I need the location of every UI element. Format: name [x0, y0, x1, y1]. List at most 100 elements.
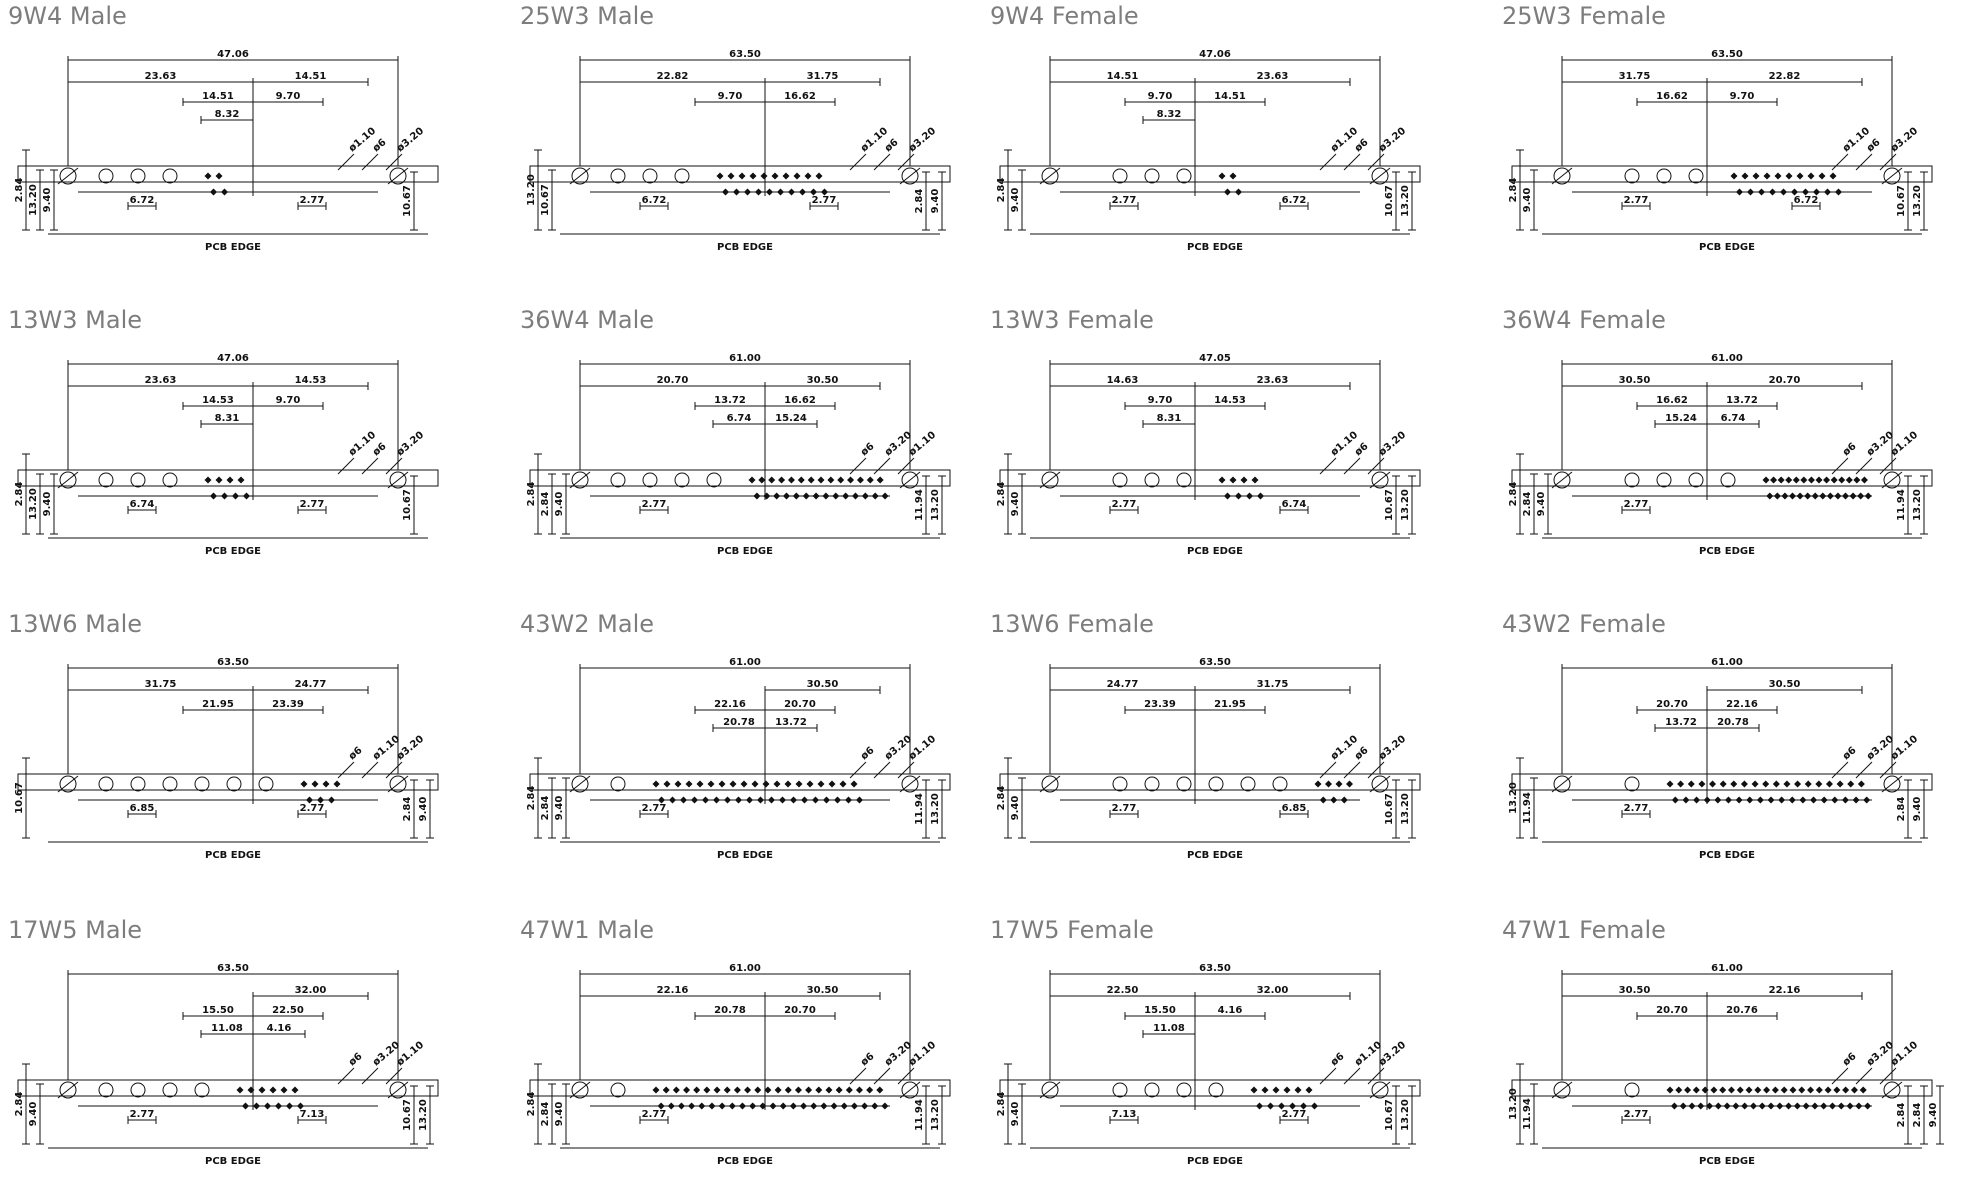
dimension-label: 6.74 [1721, 413, 1746, 424]
mounting-hole [390, 168, 406, 184]
callout-leader [1344, 458, 1360, 474]
signal-pin [1798, 1086, 1806, 1094]
dimension-label: 2.77 [642, 1109, 667, 1120]
signal-pin [764, 1086, 772, 1094]
pcb-edge-label: PCB EDGE [205, 546, 261, 557]
dimension-label: 2.84 [1896, 1103, 1907, 1128]
dimension-label: 61.00 [729, 657, 761, 668]
signal-pin [1796, 172, 1804, 180]
signal-pin [871, 492, 879, 500]
dimension-label: 2.77 [130, 1109, 155, 1120]
signal-pin [755, 188, 762, 196]
signal-pin [735, 796, 742, 804]
signal-pin [1340, 796, 1348, 804]
mounting-hole [902, 1082, 918, 1098]
callout-leader [1880, 1068, 1896, 1084]
signal-pin [1804, 780, 1812, 788]
signal-pin [727, 172, 735, 180]
signal-pin [667, 1102, 675, 1110]
signal-pin [333, 780, 341, 788]
callout-leader [1832, 154, 1848, 170]
hole-crosshair [900, 472, 920, 488]
signal-pin [754, 1086, 762, 1094]
signal-pin [1825, 780, 1833, 788]
signal-pin [822, 492, 830, 500]
dimension-label: 15.24 [775, 413, 807, 424]
signal-pin [832, 492, 840, 500]
dimension-label: 9.40 [1536, 492, 1547, 517]
signal-pin [1697, 1102, 1705, 1110]
signal-pin [1250, 1086, 1258, 1094]
mounting-hole [1042, 472, 1058, 488]
coax-cavity [1241, 777, 1255, 791]
signal-pin [782, 172, 790, 180]
signal-pin [1745, 1086, 1753, 1094]
coax-cavity [131, 777, 145, 791]
signal-pin [1859, 1086, 1867, 1094]
coax-cavity [1273, 777, 1287, 791]
callout-leader [850, 458, 866, 474]
dimension-label: 8.32 [215, 109, 240, 120]
signal-pin [1763, 172, 1771, 180]
dimension-label: 9.40 [930, 189, 941, 214]
dimension-label: 63.50 [217, 657, 249, 668]
hole-crosshair [1040, 776, 1060, 792]
coax-cavity [1721, 473, 1735, 487]
signal-pin [1719, 780, 1727, 788]
signal-pin [708, 1102, 716, 1110]
signal-pin [1819, 492, 1827, 500]
signal-pin [1788, 796, 1796, 804]
signal-pin [1838, 476, 1846, 484]
callout-leader [338, 1068, 354, 1084]
signal-pin [1305, 1086, 1313, 1094]
signal-pin [820, 1102, 828, 1110]
coax-cavity [643, 473, 657, 487]
connector-title: 43W2 Male [520, 610, 655, 638]
signal-pin [792, 492, 800, 500]
dimension-label: 14.51 [295, 71, 327, 82]
dimension-label: 47.06 [217, 49, 249, 60]
connector-shell-outline [18, 774, 438, 790]
dimension-label: 9.40 [1010, 1102, 1021, 1127]
dimension-label: 8.31 [1157, 413, 1182, 424]
signal-pin [1762, 780, 1770, 788]
callout-leader [850, 154, 866, 170]
coax-cavity [163, 1083, 177, 1097]
signal-pin [1807, 172, 1815, 180]
callout-leader [898, 154, 914, 170]
signal-pin [1346, 780, 1353, 788]
dimension-label: 13.20 [526, 174, 537, 206]
signal-pin [286, 1102, 293, 1110]
dimension-label: 2.84 [540, 796, 551, 821]
signal-pin [242, 1102, 249, 1110]
connector-shell-outline [530, 166, 950, 182]
signal-pin [1251, 476, 1259, 484]
signal-pin [810, 1102, 818, 1110]
signal-pin [1698, 780, 1706, 788]
coax-cavity [1145, 777, 1159, 791]
signal-pin [1799, 796, 1807, 804]
dimension-label: 21.95 [1214, 699, 1246, 710]
signal-pin [264, 1102, 271, 1110]
pcb-edge-label: PCB EDGE [717, 242, 773, 253]
dimension-label: 6.72 [1794, 195, 1819, 206]
connector-title: 13W6 Female [990, 610, 1154, 638]
signal-pin [1218, 172, 1226, 180]
mounting-hole [60, 472, 76, 488]
signal-pin [1780, 188, 1787, 196]
connector-title: 13W3 Male [8, 306, 143, 334]
signal-pin [768, 476, 776, 484]
dimension-label: 16.62 [784, 91, 816, 102]
mounting-hole [572, 168, 588, 184]
signal-pin [1836, 780, 1844, 788]
dimension-label: 21.95 [202, 699, 234, 710]
dimension-label: 2.77 [1624, 195, 1649, 206]
dimension-label: 31.75 [807, 71, 839, 82]
signal-pin [817, 476, 825, 484]
diameter-callout: ø6 [1353, 137, 1371, 154]
callout-leader [1320, 762, 1336, 778]
signal-pin [847, 476, 855, 484]
